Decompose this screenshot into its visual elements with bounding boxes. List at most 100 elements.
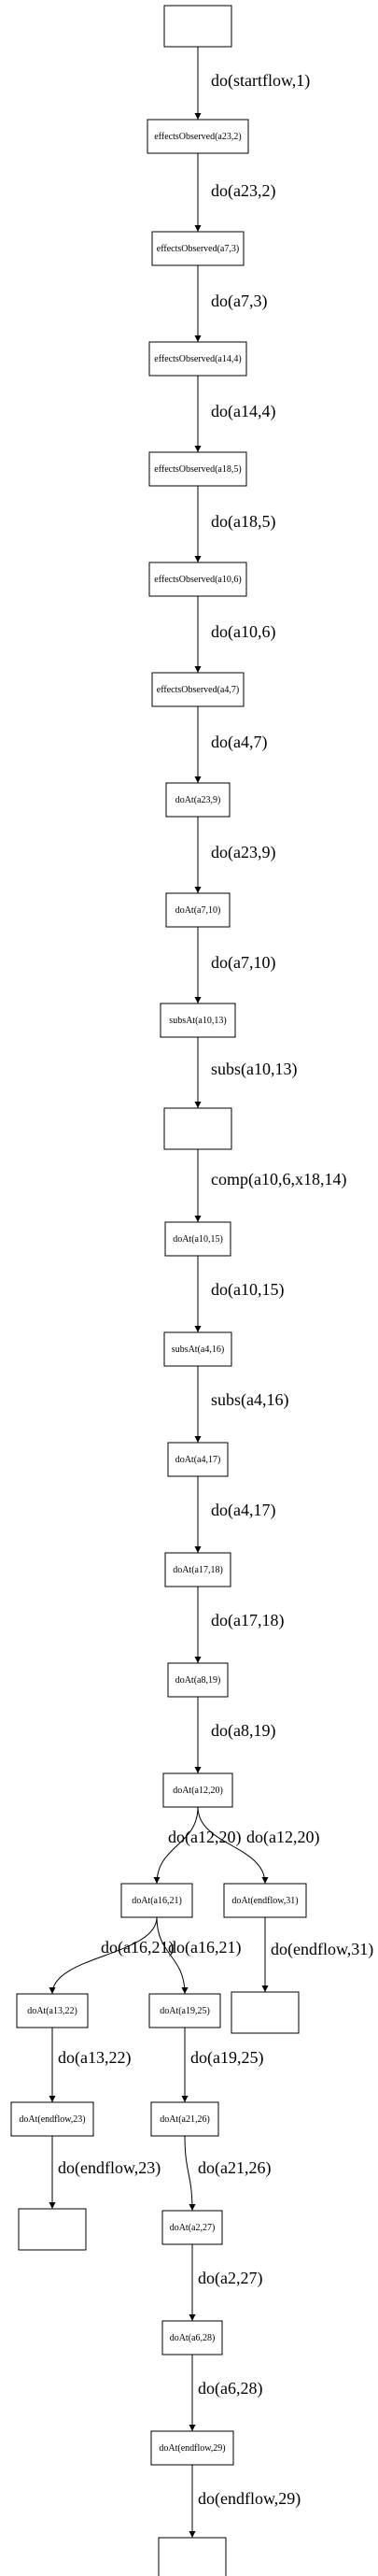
node-label: doAt(a13,22)	[27, 2006, 77, 2016]
edge-arrow	[184, 2135, 196, 2212]
state-node: doAt(endflow,31)	[223, 1883, 307, 1918]
node-label: effectsObserved(a7,3)	[157, 244, 239, 254]
state-node: doAt(a17,18)	[164, 1552, 231, 1587]
edge-label: do(endflow,23)	[58, 2158, 161, 2178]
edge-arrow	[197, 1806, 269, 1885]
state-node: doAt(a16,21)	[120, 1883, 193, 1918]
node-box	[231, 1991, 300, 2034]
edge-label: do(a14,4)	[211, 402, 275, 421]
node-label: effectsObserved(a14,4)	[154, 354, 241, 364]
state-node: doAt(a2,27)	[161, 2210, 223, 2245]
edge-label: do(a10,6)	[211, 622, 275, 642]
node-box	[162, 1772, 233, 1808]
state-node: effectsObserved(a10,6)	[148, 562, 247, 597]
edge-label: do(a19,25)	[190, 2048, 263, 2068]
state-node: doAt(endflow,23)	[10, 2101, 94, 2137]
node-box	[223, 1883, 307, 1918]
node-box	[163, 5, 232, 48]
edge-label: do(a13,22)	[58, 2048, 131, 2068]
node-label: doAt(a2,27)	[170, 2223, 216, 2233]
node-box	[161, 2210, 223, 2245]
node-box	[148, 562, 247, 597]
node-label: doAt(a16,21)	[132, 1896, 182, 1906]
node-box	[151, 672, 245, 707]
node-label: doAt(endflow,23)	[19, 2114, 85, 2125]
node-box	[148, 1993, 221, 2028]
empty-state-node	[163, 1107, 232, 1150]
node-box	[147, 119, 249, 154]
state-node: subsAt(a4,16)	[163, 1331, 232, 1367]
node-box	[164, 1221, 231, 1257]
edge-label: comp(a10,6,x18,14)	[211, 1170, 346, 1189]
state-node: effectsObserved(a23,2)	[147, 119, 249, 154]
state-node: doAt(endflow,29)	[150, 2430, 234, 2466]
node-box	[160, 1003, 236, 1038]
state-node: doAt(a4,17)	[167, 1442, 229, 1477]
edge-label: do(a12,20)	[246, 1828, 319, 1847]
empty-state-node	[231, 1991, 300, 2034]
empty-state-node	[163, 5, 232, 48]
state-node: doAt(a12,20)	[162, 1772, 233, 1808]
node-label: doAt(a12,20)	[173, 1786, 223, 1796]
state-node: effectsObserved(a4,7)	[151, 672, 245, 707]
node-box	[10, 2101, 94, 2137]
node-box	[165, 892, 231, 928]
state-node: effectsObserved(a14,4)	[148, 341, 247, 377]
node-box	[150, 2101, 219, 2137]
node-label: doAt(a7,10)	[175, 905, 221, 916]
node-layer: effectsObserved(a23,2) effectsObserved(a7…	[10, 5, 307, 2576]
edge-label: do(a18,5)	[211, 512, 275, 532]
node-box	[150, 2430, 234, 2466]
node-box	[120, 1883, 193, 1918]
node-box	[163, 1107, 232, 1150]
edge-label: subs(a4,16)	[211, 1390, 289, 1410]
empty-state-node	[158, 2537, 227, 2576]
node-label: doAt(a17,18)	[173, 1565, 223, 1575]
node-box	[18, 2208, 87, 2251]
edge-label: do(endflow,29)	[198, 2489, 301, 2509]
edge-label: do(a6,28)	[198, 2379, 262, 2398]
node-label: effectsObserved(a23,2)	[154, 132, 241, 142]
state-node: doAt(a6,28)	[161, 2320, 223, 2355]
node-label: doAt(endflow,31)	[231, 1896, 298, 1906]
edge-label: do(a16,21)	[168, 1938, 241, 1957]
state-node: doAt(a7,10)	[165, 892, 231, 928]
node-label: effectsObserved(a4,7)	[157, 685, 239, 695]
state-node: doAt(a21,26)	[150, 2101, 219, 2137]
node-box	[158, 2537, 227, 2576]
node-label: subsAt(a4,16)	[172, 1345, 224, 1355]
node-box	[161, 2320, 223, 2355]
edge-label: do(a10,15)	[211, 1280, 284, 1300]
edge-label: do(a4,17)	[211, 1501, 275, 1520]
edge-label: do(a4,7)	[211, 733, 267, 752]
node-label: doAt(a6,28)	[170, 2333, 216, 2343]
node-box	[151, 231, 245, 266]
edge-label: do(a23,9)	[211, 843, 275, 862]
node-label: effectsObserved(a10,6)	[154, 575, 241, 585]
node-box	[167, 1442, 229, 1477]
edge-label: do(a12,20)	[168, 1828, 241, 1847]
state-node: effectsObserved(a7,3)	[151, 231, 245, 266]
edge-label: subs(a10,13)	[211, 1060, 298, 1079]
node-label: effectsObserved(a18,5)	[154, 464, 241, 475]
edge-label: do(a7,3)	[211, 292, 267, 311]
node-label: subsAt(a10,13)	[169, 1016, 226, 1026]
state-node: doAt(a23,9)	[165, 782, 231, 818]
node-box	[163, 1331, 232, 1367]
node-box	[148, 451, 247, 487]
edge-arrow	[49, 1916, 158, 1995]
state-node: subsAt(a10,13)	[160, 1003, 236, 1038]
edge-label: do(a16,21)	[101, 1938, 174, 1957]
edge-label: do(a23,2)	[211, 181, 275, 201]
node-label: doAt(a4,17)	[175, 1455, 221, 1465]
edge-label: do(a2,27)	[198, 2269, 262, 2288]
node-box	[165, 782, 231, 818]
edge-label: do(startflow,1)	[211, 71, 310, 91]
edge-label: do(a17,18)	[211, 1611, 284, 1630]
node-box	[164, 1552, 231, 1587]
node-label: doAt(endflow,29)	[159, 2443, 225, 2454]
node-box	[16, 1993, 89, 2028]
edge-arrow	[156, 1916, 189, 1995]
state-node: doAt(a10,15)	[164, 1221, 231, 1257]
